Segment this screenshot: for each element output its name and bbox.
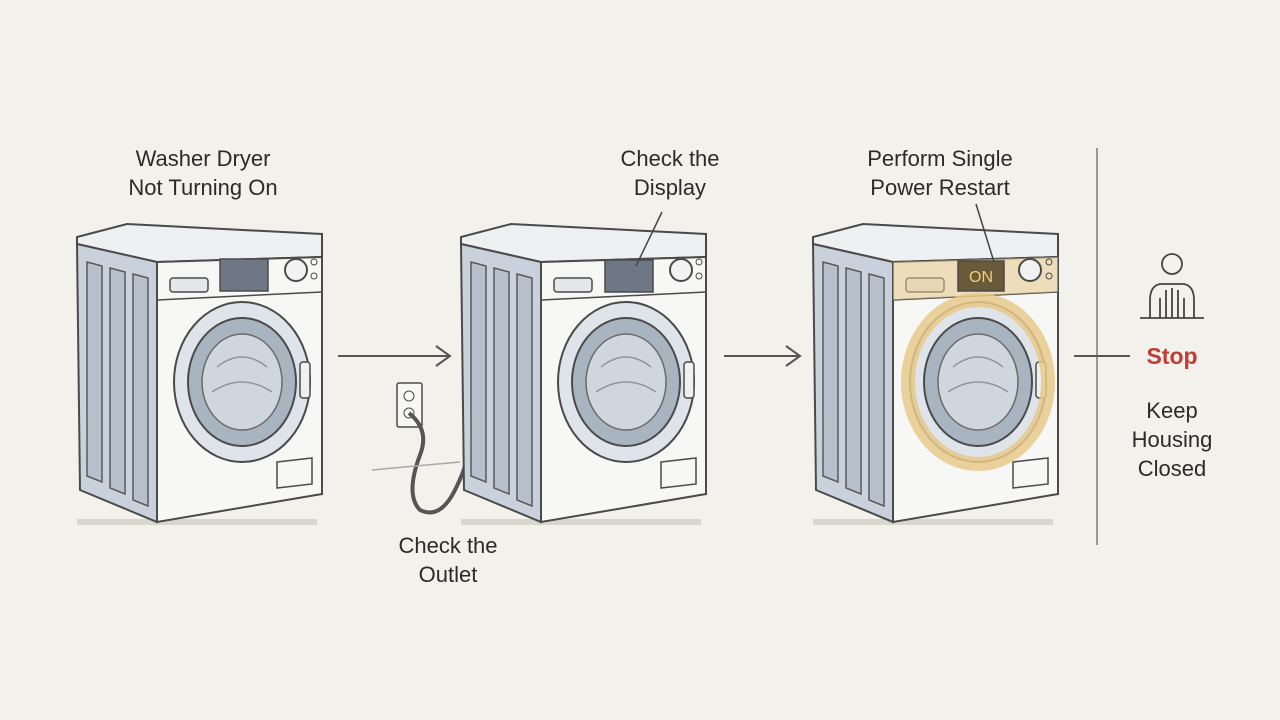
step-3-label: Perform Single Power Restart — [867, 146, 1013, 200]
control-knob — [669, 258, 693, 282]
power-cord-icon — [407, 411, 470, 515]
control-knob — [1018, 258, 1042, 282]
washer-dryer-1 — [77, 224, 322, 522]
arrow-right-icon — [724, 345, 802, 367]
control-knob — [284, 258, 308, 282]
washer-dryer-3: ON — [813, 224, 1058, 522]
step-1-label: Washer Dryer Not Turning On — [128, 146, 278, 200]
stop-hand-icon — [1140, 253, 1204, 319]
display-panel — [219, 258, 269, 292]
arrow-right-icon — [338, 345, 452, 367]
step-2-label: Check the Display — [620, 146, 720, 200]
display-on-text: ON — [969, 269, 993, 286]
pointer-line — [975, 203, 995, 263]
display-panel — [604, 259, 654, 293]
outlet-label: Check the Outlet — [398, 533, 498, 587]
washer-dryer-2 — [461, 224, 706, 522]
door-highlight — [901, 293, 1055, 471]
display-panel — [957, 260, 1005, 292]
pointer-line — [635, 211, 663, 267]
stop-note: Keep Housing Closed — [1131, 398, 1213, 481]
stop-label: Stop — [1146, 343, 1198, 369]
power-outlet-icon — [396, 382, 423, 428]
